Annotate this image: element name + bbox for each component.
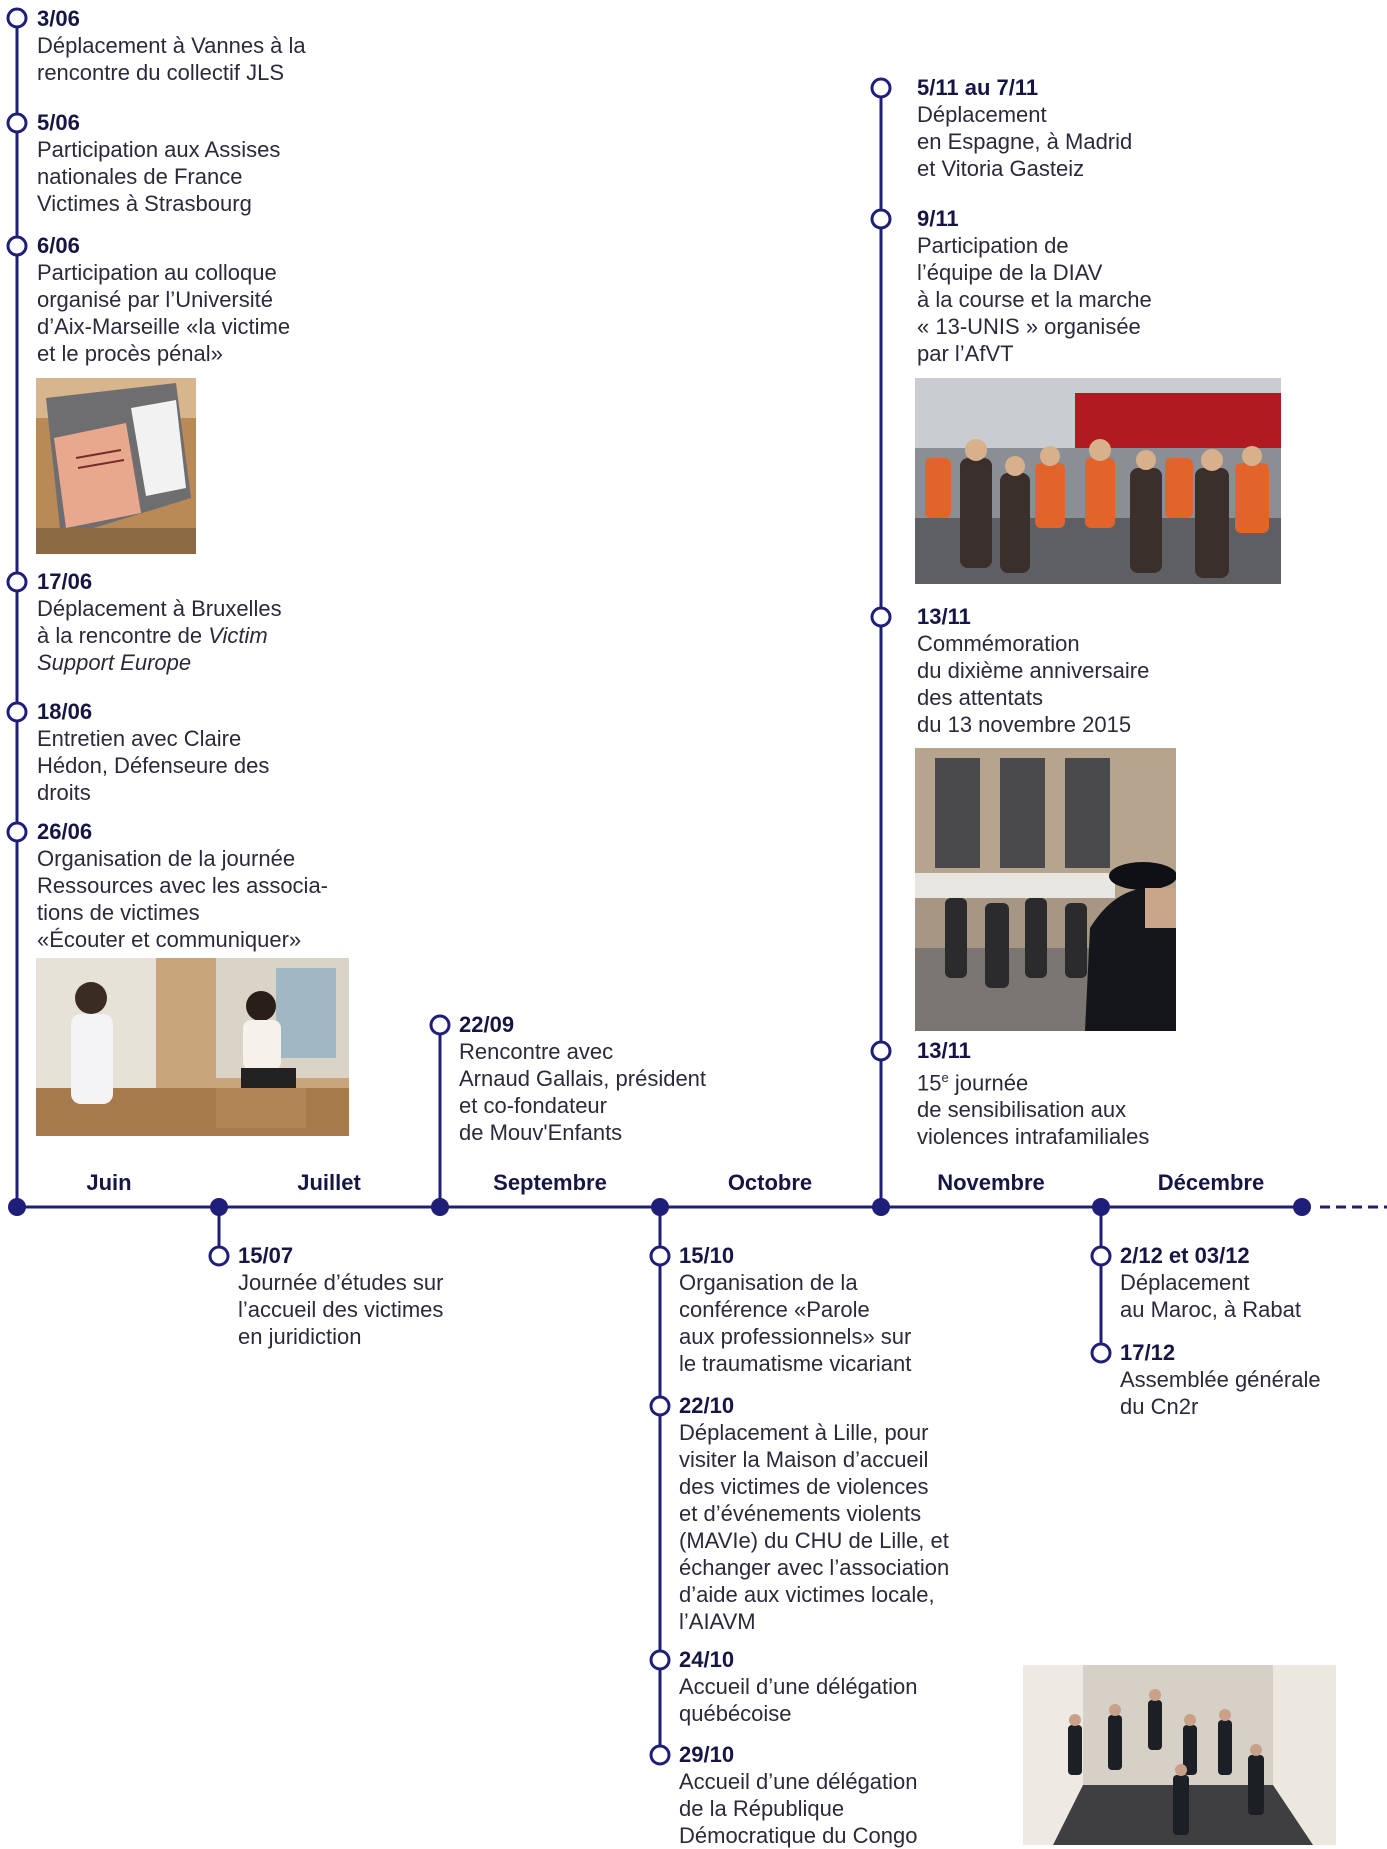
marker-1510 <box>649 1245 671 1267</box>
event-date: 29/10 <box>679 1742 735 1767</box>
event-description-text: Déplacement à Bruxelles à la rencontre d… <box>37 596 282 648</box>
marker-1507 <box>208 1245 230 1267</box>
event-date: 3/06 <box>37 6 80 31</box>
axis-dot-october <box>651 1198 669 1216</box>
axis-dot-december <box>1092 1198 1110 1216</box>
event-description: 15e journée de sensibilisation aux viole… <box>917 1064 1149 1150</box>
marker-1806 <box>6 701 28 723</box>
marker-0212 <box>1090 1245 1112 1267</box>
month-septembre: Septembre <box>493 1170 607 1195</box>
event-description: Participation de l’équipe de la DIAV à l… <box>917 233 1152 366</box>
event-date: 22/09 <box>459 1012 515 1037</box>
event-description: Accueil d’une délégation de la Républiqu… <box>679 1769 918 1848</box>
photo-commemoration <box>915 748 1176 1031</box>
event-description: Déplacement à Lille, pour visiter la Mai… <box>679 1420 950 1634</box>
event-date: 13/11 <box>917 1038 971 1063</box>
event-0306: 3/06 Déplacement à Vannes à la rencontre… <box>37 6 306 86</box>
event-1510: 15/10 Organisation de la conférence «Par… <box>679 1243 911 1377</box>
marker-2210 <box>649 1395 671 1417</box>
event-0506: 5/06 Participation aux Assises nationale… <box>37 110 280 217</box>
event-2910: 29/10 Accueil d’une délégation de la Rép… <box>679 1742 918 1849</box>
event-0511: 5/11 au 7/11 Déplacement en Espagne, à M… <box>917 75 1132 182</box>
marker-0506 <box>6 112 28 134</box>
event-date: 17/12 <box>1120 1340 1176 1365</box>
month-novembre: Novembre <box>937 1170 1045 1195</box>
event-2210: 22/10 Déplacement à Lille, pour visiter … <box>679 1393 949 1635</box>
marker-2910 <box>649 1744 671 1766</box>
marker-1311b <box>870 1040 892 1062</box>
marker-0511 <box>870 77 892 99</box>
event-date: 9/11 <box>917 206 959 231</box>
event-description: Déplacement à Bruxelles à la rencontre d… <box>37 595 282 676</box>
event-1311-sensibilisation: 13/11 15e journée de sensibilisation aux… <box>917 1038 1149 1150</box>
event-description: Déplacement au Maroc, à Rabat <box>1120 1270 1301 1322</box>
event-0212: 2/12 et 03/12 Déplacement au Maroc, à Ra… <box>1120 1243 1301 1323</box>
event-1712: 17/12 Assemblée générale du Cn2r <box>1120 1340 1321 1420</box>
marker-2410 <box>649 1649 671 1671</box>
event-description: Participation au colloque organisé par l… <box>37 260 291 366</box>
marker-2209 <box>429 1014 451 1036</box>
event-description: Déplacement en Espagne, à Madrid et Vito… <box>917 102 1133 181</box>
event-date: 5/06 <box>37 110 80 135</box>
event-description: Déplacement à Vannes à la rencontre du c… <box>37 33 306 85</box>
event-date: 6/06 <box>37 233 80 258</box>
axis-dot-september <box>431 1198 449 1216</box>
event-0606: 6/06 Participation au colloque organisé … <box>37 233 290 367</box>
event-description: Accueil d’une délégation québécoise <box>679 1674 918 1726</box>
event-date: 13/11 <box>917 604 971 629</box>
event-description: Entretien avec Claire Hédon, Défenseure … <box>37 726 270 805</box>
photo-colloque-book <box>36 378 196 554</box>
event-date: 22/10 <box>679 1393 735 1418</box>
event-date: 5/11 au 7/11 <box>917 75 1039 100</box>
marker-1706 <box>6 571 28 593</box>
event-description: Assemblée générale du Cn2r <box>1120 1367 1321 1419</box>
event-description-italic: Victim Support Europe <box>37 623 268 675</box>
month-octobre: Octobre <box>727 1170 813 1195</box>
event-1806: 18/06 Entretien avec Claire Hédon, Défen… <box>37 699 269 806</box>
axis-dot-july <box>210 1198 228 1216</box>
event-date: 2/12 et 03/12 <box>1120 1243 1250 1268</box>
event-2410: 24/10 Accueil d’une délégation québécois… <box>679 1647 918 1727</box>
event-description-text: journée de sensibilisation aux violences… <box>917 1070 1150 1150</box>
event-1311-commemoration: 13/11 Commémoration du dixième anniversa… <box>917 604 1149 738</box>
photo-journee-ressources <box>36 958 349 1136</box>
event-2606: 26/06 Organisation de la journée Ressour… <box>37 819 328 953</box>
axis-dot-june <box>8 1198 26 1216</box>
event-date: 26/06 <box>37 819 93 844</box>
event-description: Rencontre avec Arnaud Gallais, président… <box>459 1039 707 1145</box>
marker-0606 <box>6 235 28 257</box>
event-date: 24/10 <box>679 1647 735 1672</box>
marker-0911 <box>870 208 892 230</box>
event-date: 18/06 <box>37 699 93 724</box>
photo-course-13-unis <box>915 378 1281 584</box>
axis-dot-end <box>1293 1198 1311 1216</box>
event-date: 15/07 <box>238 1243 294 1268</box>
event-2209: 22/09 Rencontre avec Arnaud Gallais, pré… <box>459 1012 706 1146</box>
event-description: Journée d’études sur l’accueil des victi… <box>238 1270 444 1349</box>
marker-1311a <box>870 606 892 628</box>
event-date: 15/10 <box>679 1243 735 1268</box>
event-description-number: 15 <box>917 1070 942 1096</box>
event-description: Commémoration du dixième anniversaire de… <box>917 631 1150 737</box>
month-juin: Juin <box>86 1170 132 1195</box>
event-description: Organisation de la journée Ressources av… <box>37 846 329 952</box>
marker-2606 <box>6 821 28 843</box>
event-description-superscript: e <box>941 1070 949 1085</box>
month-juillet: Juillet <box>297 1170 361 1195</box>
axis-dot-november <box>872 1198 890 1216</box>
event-description: Participation aux Assises nationales de … <box>37 137 281 216</box>
event-date: 17/06 <box>37 569 93 594</box>
month-decembre: Décembre <box>1157 1170 1265 1195</box>
event-0911: 9/11 Participation de l’équipe de la DIA… <box>917 206 1152 367</box>
photo-delegation-visit <box>1023 1665 1336 1845</box>
event-1507: 15/07 Journée d’études sur l’accueil des… <box>238 1243 443 1350</box>
event-1706: 17/06 Déplacement à Bruxelles à la renco… <box>37 569 282 676</box>
marker-1712 <box>1090 1342 1112 1364</box>
marker-0306 <box>6 7 28 29</box>
event-description: Organisation de la conférence «Parole au… <box>679 1270 912 1376</box>
